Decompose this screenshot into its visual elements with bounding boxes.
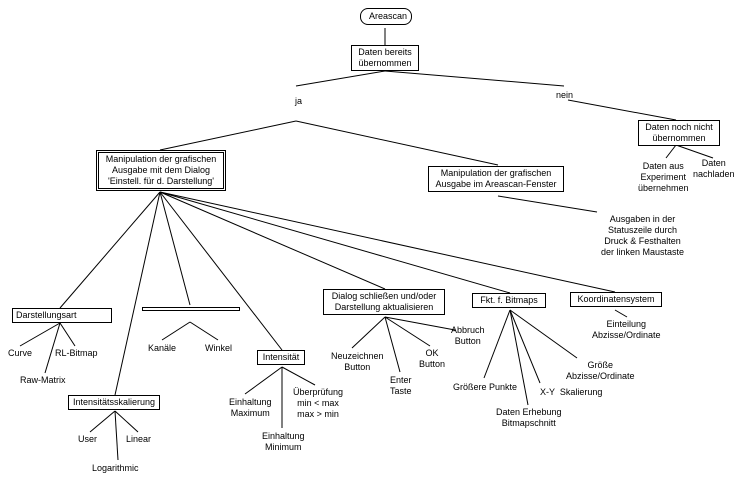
edge-bitmaps-xy [509, 309, 541, 384]
node-daten-aus-experiment: Daten aus Experiment übernehmen [638, 161, 689, 193]
node-einteilung: Einteilung Abzisse/Ordinate [592, 319, 661, 340]
edge-darstellungsart-curve [19, 322, 61, 347]
root-areascan: Areascan [360, 8, 412, 25]
node-einhaltung-minimum: Einhaltung Minimum [262, 431, 305, 452]
edge-manip-intensitaetsskalierung [114, 191, 161, 396]
node-daten-bereits: Daten bereits übernommen [351, 45, 419, 71]
node-kanaele: Kanäle [148, 343, 177, 353]
node-intensitaetsskalierung: Intensitätsskalierung [68, 395, 160, 410]
node-koordinatensystem: Koordinatensystem [570, 292, 662, 307]
node-abzissenbeschriftung [142, 307, 240, 311]
node-enter-taste: Enter Taste [390, 375, 412, 396]
edge-daten-nein [384, 70, 565, 87]
edge-ja-split-left [159, 120, 297, 151]
node-winkel: Winkel [205, 343, 233, 353]
node-neuzeichnen-button: Neuzeichnen Button [331, 351, 384, 372]
edge-abzissen-kanaele [161, 321, 191, 341]
edge-intensitaet-ueberpruefung [281, 366, 316, 386]
node-raw-matrix: Raw-Matrix [20, 375, 66, 385]
edge-manip-bitmaps [159, 191, 511, 294]
node-intensitaet: Intensität [257, 350, 305, 365]
node-groessere-punkte: Größere Punkte [453, 382, 518, 392]
edge-dialog-neuzeichnen [351, 316, 386, 349]
node-ja: ja [295, 96, 303, 106]
edge-manip-darstellungsart [59, 191, 161, 309]
edge-noch-nicht-experiment [665, 144, 677, 159]
edge-manip-dialog [159, 191, 386, 290]
node-abbruch-button: Abbruch Button [451, 325, 485, 346]
node-dialog-schliessen: Dialog schließen und/oder Darstellung ak… [323, 289, 445, 315]
edge-dialog-abbruch [384, 316, 456, 331]
edge-bitmaps-groessere [483, 309, 511, 379]
node-ausgaben-statuszeile: Ausgaben in der Statuszeile durch Druck … [601, 214, 685, 257]
node-curve: Curve [8, 348, 33, 358]
edge-daten-fork [295, 70, 386, 87]
node-daten-noch-nicht: Daten noch nicht übernommen [638, 120, 720, 146]
node-linear: Linear [126, 434, 152, 444]
edge-bitmaps-groesse [509, 309, 578, 359]
edge-skalierung-user [89, 410, 116, 433]
node-einhaltung-maximum: Einhaltung Maximum [229, 397, 272, 418]
node-groesse-abzisse: Größe Abzisse/Ordinate [566, 360, 635, 381]
edge-noch-nicht-nachladen [675, 144, 714, 159]
node-user: User [78, 434, 98, 444]
edge-dialog-ok [384, 316, 431, 347]
node-ok-button: OK Button [419, 348, 446, 369]
edge-ja-split-right [295, 120, 499, 166]
edge-nein-noch-nicht [567, 99, 677, 121]
node-daten-erhebung: Daten Erhebung Bitmapschnitt [496, 407, 562, 428]
edge-darstellungsart-rawmatrix [44, 322, 61, 374]
node-xy-skalierung: X-Y Skalierung [540, 387, 603, 397]
edge-abzissen-winkel [189, 321, 219, 341]
edge-koordinaten-einteilung [614, 309, 628, 318]
edge-intensitaet-maximum [244, 366, 283, 395]
edge-manip-abzissen [159, 191, 191, 306]
node-logarithmic: Logarithmic [92, 463, 139, 473]
node-manip-fenster: Manipulation der grafischen Ausgabe im A… [428, 166, 564, 192]
edge-bitmaps-erhebung [509, 309, 529, 406]
node-manip-dialog: Manipulation der grafischen Ausgabe mit … [96, 150, 226, 191]
node-nein: nein [556, 90, 574, 100]
edge-skalierung-logarithmic [114, 410, 119, 461]
node-rl-bitmap: RL-Bitmap [55, 348, 98, 358]
edge-dialog-enter [384, 316, 401, 373]
edge-fenster-ausgaben [497, 195, 598, 213]
edge-manip-intensitaet [159, 191, 283, 351]
node-ueberpruefung: Überprüfung min < max max > min [293, 387, 344, 419]
edge-darstellungsart-rlbitmap [59, 322, 76, 347]
edge-manip-koordinaten [159, 191, 616, 293]
node-darstellungsart: Darstellungsart [12, 308, 112, 323]
node-fkt-bitmaps: Fkt. f. Bitmaps [472, 293, 546, 308]
node-daten-nachladen: Daten nachladen [693, 158, 735, 179]
edge-skalierung-linear [114, 410, 139, 433]
